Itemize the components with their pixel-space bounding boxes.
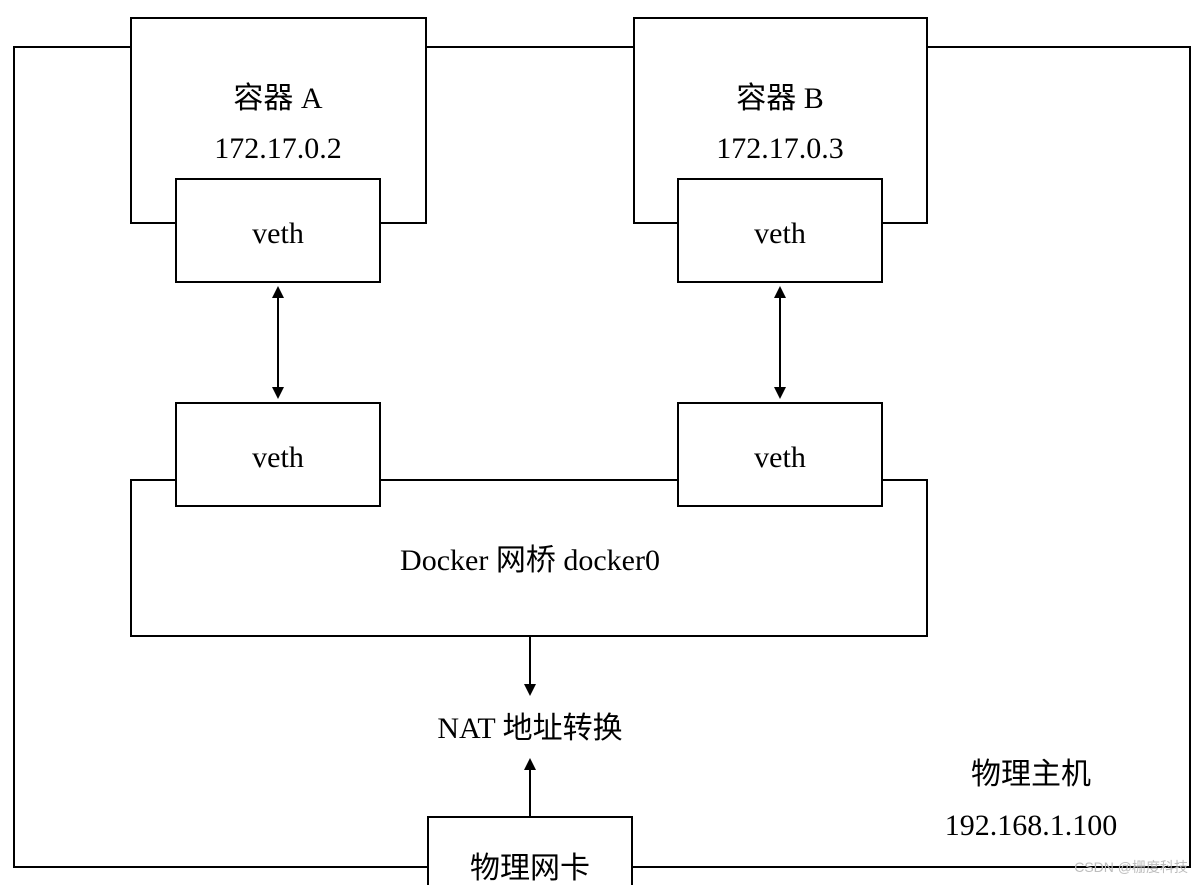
bridge-veth-left-label: veth [252, 441, 304, 474]
docker-bridge-label: Docker 网桥 docker0 [400, 544, 660, 577]
container-b-ip: 172.17.0.3 [716, 132, 844, 165]
container-a-label: 容器 A [233, 82, 322, 115]
bridge-veth-right-label: veth [754, 441, 806, 474]
watermark-text: CSDN @栅度科技 [1074, 859, 1188, 875]
container-b-veth-label: veth [754, 217, 806, 250]
container-a-veth-box [175, 178, 381, 283]
physical-host-label: 物理主机 [971, 758, 1091, 791]
container-b-label: 容器 B [736, 82, 824, 115]
container-a-ip: 172.17.0.2 [214, 132, 342, 165]
nat-label: NAT 地址转换 [437, 712, 622, 745]
physical-nic-label: 物理网卡 [470, 852, 590, 885]
container-a-veth-label: veth [252, 217, 304, 250]
physical-nic-box [427, 816, 633, 885]
bridge-veth-left-box [175, 402, 381, 507]
physical-host-ip: 192.168.1.100 [945, 809, 1118, 842]
bridge-veth-right-box [677, 402, 883, 507]
container-b-veth-box [677, 178, 883, 283]
